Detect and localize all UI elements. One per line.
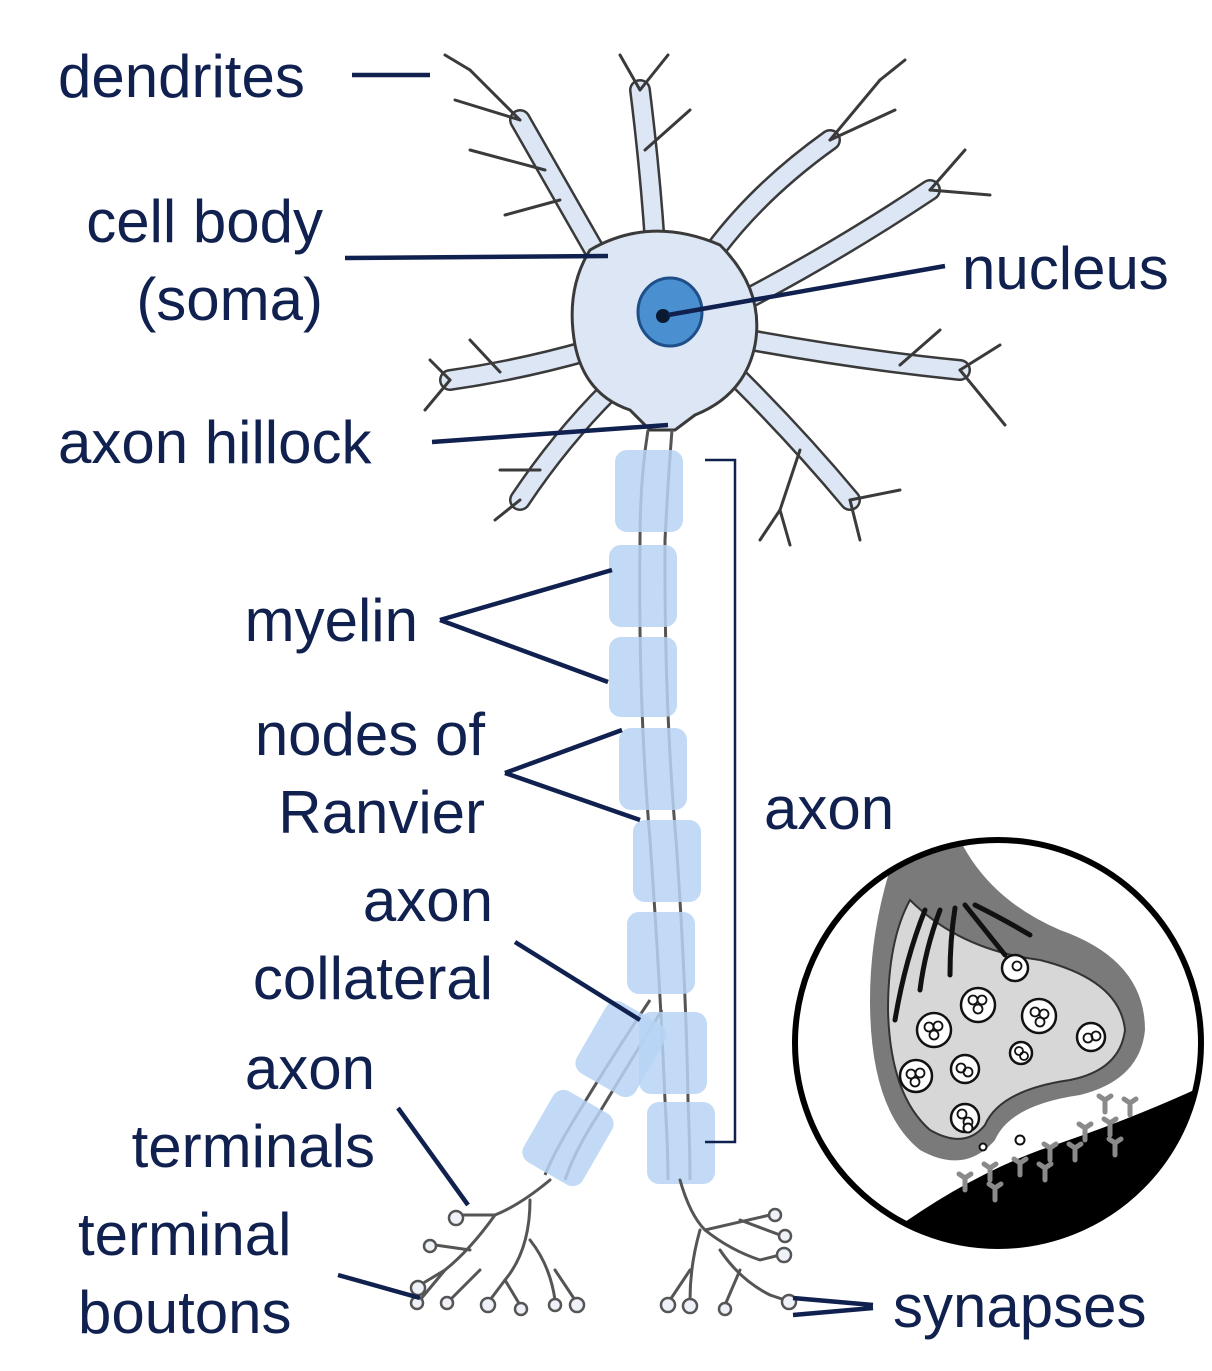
leader-cell-body bbox=[344, 253, 609, 261]
leader-lines bbox=[337, 72, 946, 1318]
label-axon: axon bbox=[764, 775, 895, 842]
label-nodes-of: nodes of bbox=[254, 701, 485, 768]
leader-axon-terminals bbox=[396, 1106, 470, 1207]
leader-axon-collateral bbox=[513, 940, 642, 1022]
label-dendrites: dendrites bbox=[58, 43, 305, 110]
leader-axon-hillock bbox=[431, 422, 669, 445]
label-cell-body: cell body bbox=[86, 188, 323, 255]
label-axon-hillock: axon hillock bbox=[58, 409, 372, 476]
leader-myelin-1 bbox=[439, 567, 613, 623]
label-axon-terminals-1: axon bbox=[244, 1035, 375, 1102]
myelin-sheaths bbox=[522, 450, 715, 1187]
label-synapses: synapses bbox=[893, 1273, 1147, 1340]
synapse-inset bbox=[792, 837, 1204, 1249]
leader-nodes-2 bbox=[504, 770, 641, 823]
dendrites bbox=[423, 53, 1007, 547]
axon-terminals bbox=[418, 1178, 787, 1307]
label-axon-terminals-2: terminals bbox=[131, 1113, 375, 1180]
leader-terminal-boutons bbox=[337, 1272, 421, 1301]
label-axon-collateral-1: axon bbox=[362, 867, 493, 934]
leader-nucleus bbox=[667, 263, 946, 318]
label-soma: (soma) bbox=[136, 266, 323, 333]
label-terminal: terminal bbox=[78, 1201, 292, 1268]
nucleus-shape bbox=[636, 276, 704, 348]
leader-synapses-1 bbox=[792, 1295, 874, 1308]
axon-bracket bbox=[705, 458, 737, 1144]
label-boutons: boutons bbox=[78, 1279, 292, 1346]
leader-nodes-1 bbox=[504, 727, 623, 776]
leader-synapses-2 bbox=[792, 1305, 874, 1318]
label-ranvier: Ranvier bbox=[278, 779, 485, 846]
label-myelin: myelin bbox=[244, 587, 418, 654]
terminal-boutons bbox=[409, 1207, 798, 1317]
label-nucleus: nucleus bbox=[962, 235, 1169, 302]
leader-myelin-2 bbox=[439, 617, 609, 685]
label-axon-collateral-2: collateral bbox=[252, 945, 493, 1012]
